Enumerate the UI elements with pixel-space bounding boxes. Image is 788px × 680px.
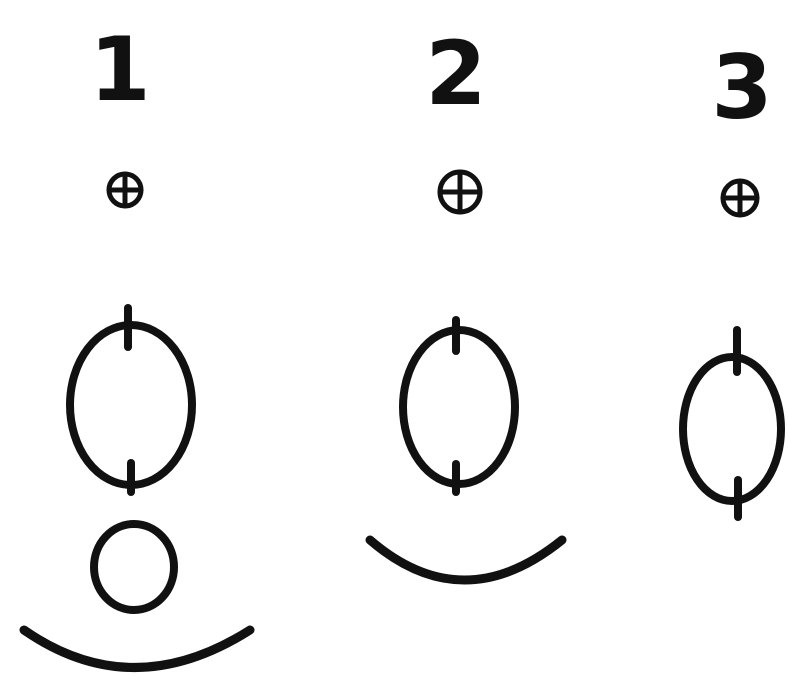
column-2: 2: [365, 22, 567, 585]
oval-with-tick-marks: [399, 316, 519, 496]
arc-curve: [365, 535, 567, 585]
small-circle: [90, 520, 178, 614]
oval-with-tick-marks: [66, 304, 196, 496]
column-3: 3: [679, 36, 785, 521]
column-1-number: 1: [89, 18, 150, 121]
circled-plus-icon: [437, 169, 483, 215]
arc-curve: [19, 625, 255, 672]
column-2-number: 2: [425, 22, 486, 125]
column-1: 1: [19, 18, 255, 672]
oval-with-tick-marks: [679, 326, 785, 521]
column-3-number: 3: [711, 36, 772, 139]
circled-plus-icon: [720, 178, 760, 218]
circled-plus-icon: [106, 171, 144, 209]
